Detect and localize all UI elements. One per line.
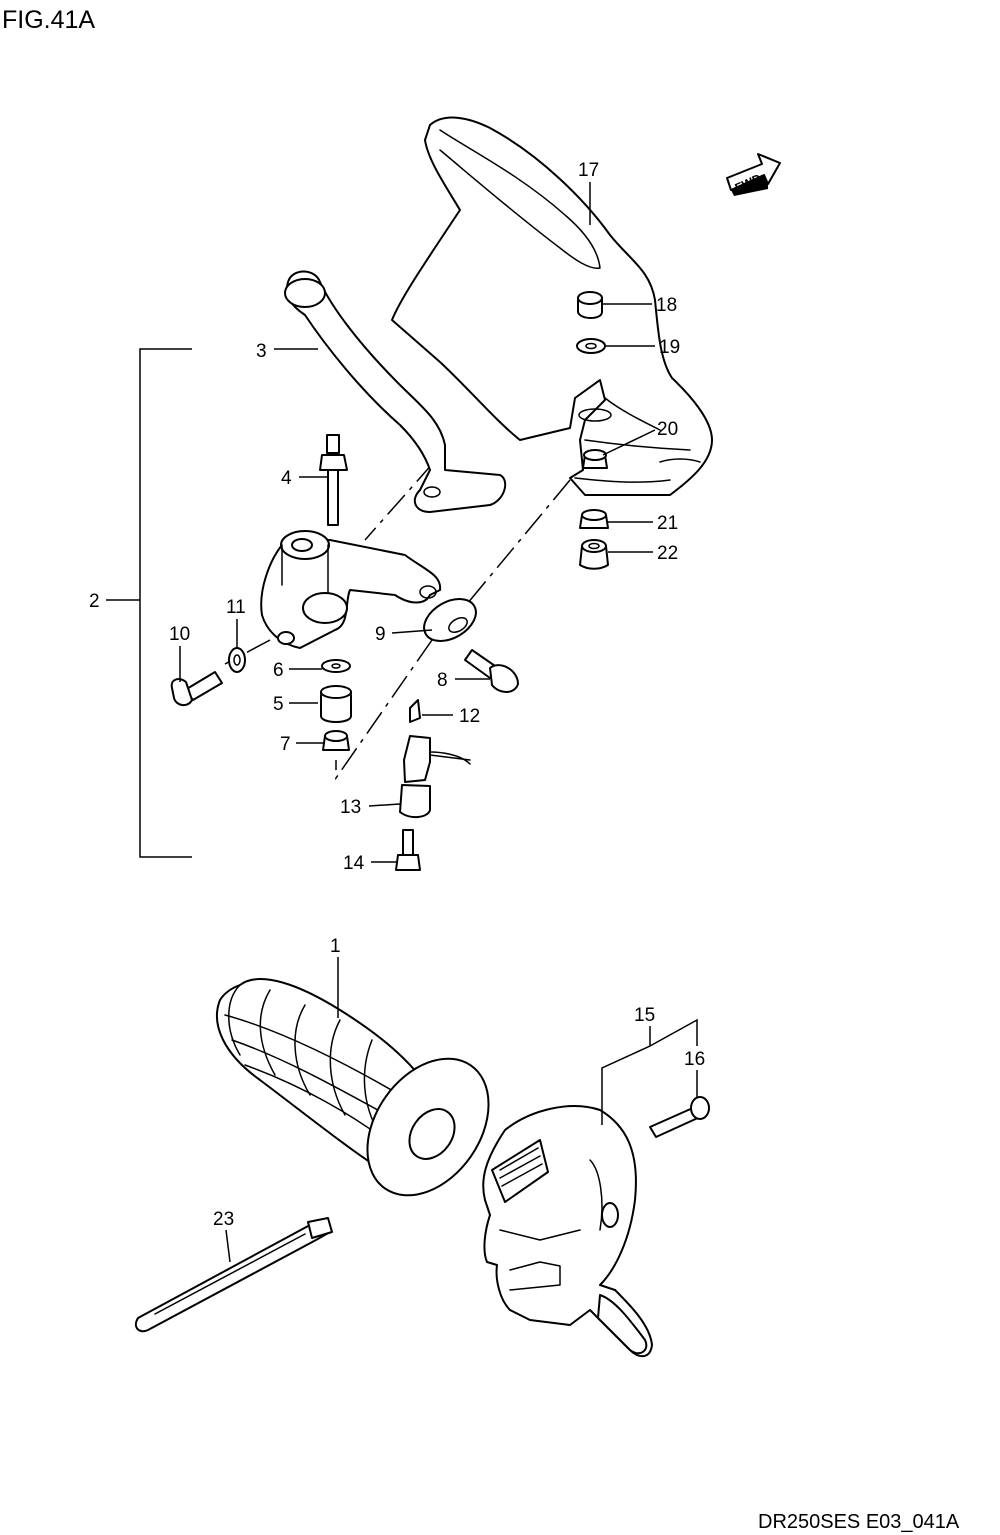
callout-17: 17 — [578, 160, 599, 181]
washer-21 — [579, 509, 609, 529]
callout-23: 23 — [213, 1209, 234, 1230]
screw-14 — [395, 829, 421, 871]
callout-5: 5 — [273, 694, 284, 715]
lever-perch — [260, 530, 442, 649]
callout-19: 19 — [659, 337, 680, 358]
figure-reference: DR250SES E03_041A — [758, 1511, 960, 1533]
screw-8 — [464, 649, 519, 693]
clutch-lever — [284, 270, 507, 513]
callout-18: 18 — [656, 295, 677, 316]
collar-5 — [320, 685, 352, 723]
leader-lines — [179, 182, 698, 1263]
callout-16: 16 — [684, 1049, 705, 1070]
nut-20 — [582, 449, 608, 469]
nut-22 — [579, 539, 609, 570]
callout-8: 8 — [437, 670, 448, 691]
nut-7 — [322, 730, 350, 751]
cap-18 — [577, 291, 603, 319]
callout-9: 9 — [375, 624, 386, 645]
callout-7: 7 — [280, 734, 291, 755]
callout-3: 3 — [256, 341, 267, 362]
callout-14: 14 — [343, 853, 365, 874]
callout-4: 4 — [281, 468, 292, 489]
handlebar-switch — [482, 1105, 653, 1358]
cable-tie — [134, 1217, 333, 1333]
pivot-9 — [423, 598, 477, 642]
washer-11 — [228, 647, 246, 673]
cable-adjuster — [319, 434, 348, 526]
callout-numbers: 1 2 3 4 5 6 7 8 9 10 11 12 13 14 15 16 1… — [89, 160, 705, 1230]
callout-13: 13 — [340, 797, 361, 818]
callout-2: 2 — [89, 591, 100, 612]
callout-15: 15 — [634, 1005, 655, 1026]
callout-6: 6 — [273, 660, 284, 681]
callout-12: 12 — [459, 706, 480, 727]
bolt-10 — [170, 671, 223, 706]
callout-1: 1 — [330, 936, 341, 957]
handlebar-grip — [215, 978, 490, 1197]
alignment-lines — [224, 461, 571, 781]
fwd-arrow-icon: FWD — [726, 153, 781, 196]
washer-19 — [576, 338, 606, 354]
callout-11: 11 — [226, 597, 246, 618]
callout-20: 20 — [657, 419, 678, 440]
washer-6 — [321, 659, 351, 673]
assembly-bracket — [106, 348, 192, 858]
clip-12 — [409, 699, 421, 723]
figure-title: FIG.41A — [2, 6, 95, 34]
switch-13 — [399, 735, 471, 818]
callout-21: 21 — [657, 513, 678, 534]
callout-22: 22 — [657, 543, 678, 564]
callout-10: 10 — [169, 624, 190, 645]
screw-16 — [649, 1096, 710, 1138]
hand-guard — [391, 116, 713, 496]
